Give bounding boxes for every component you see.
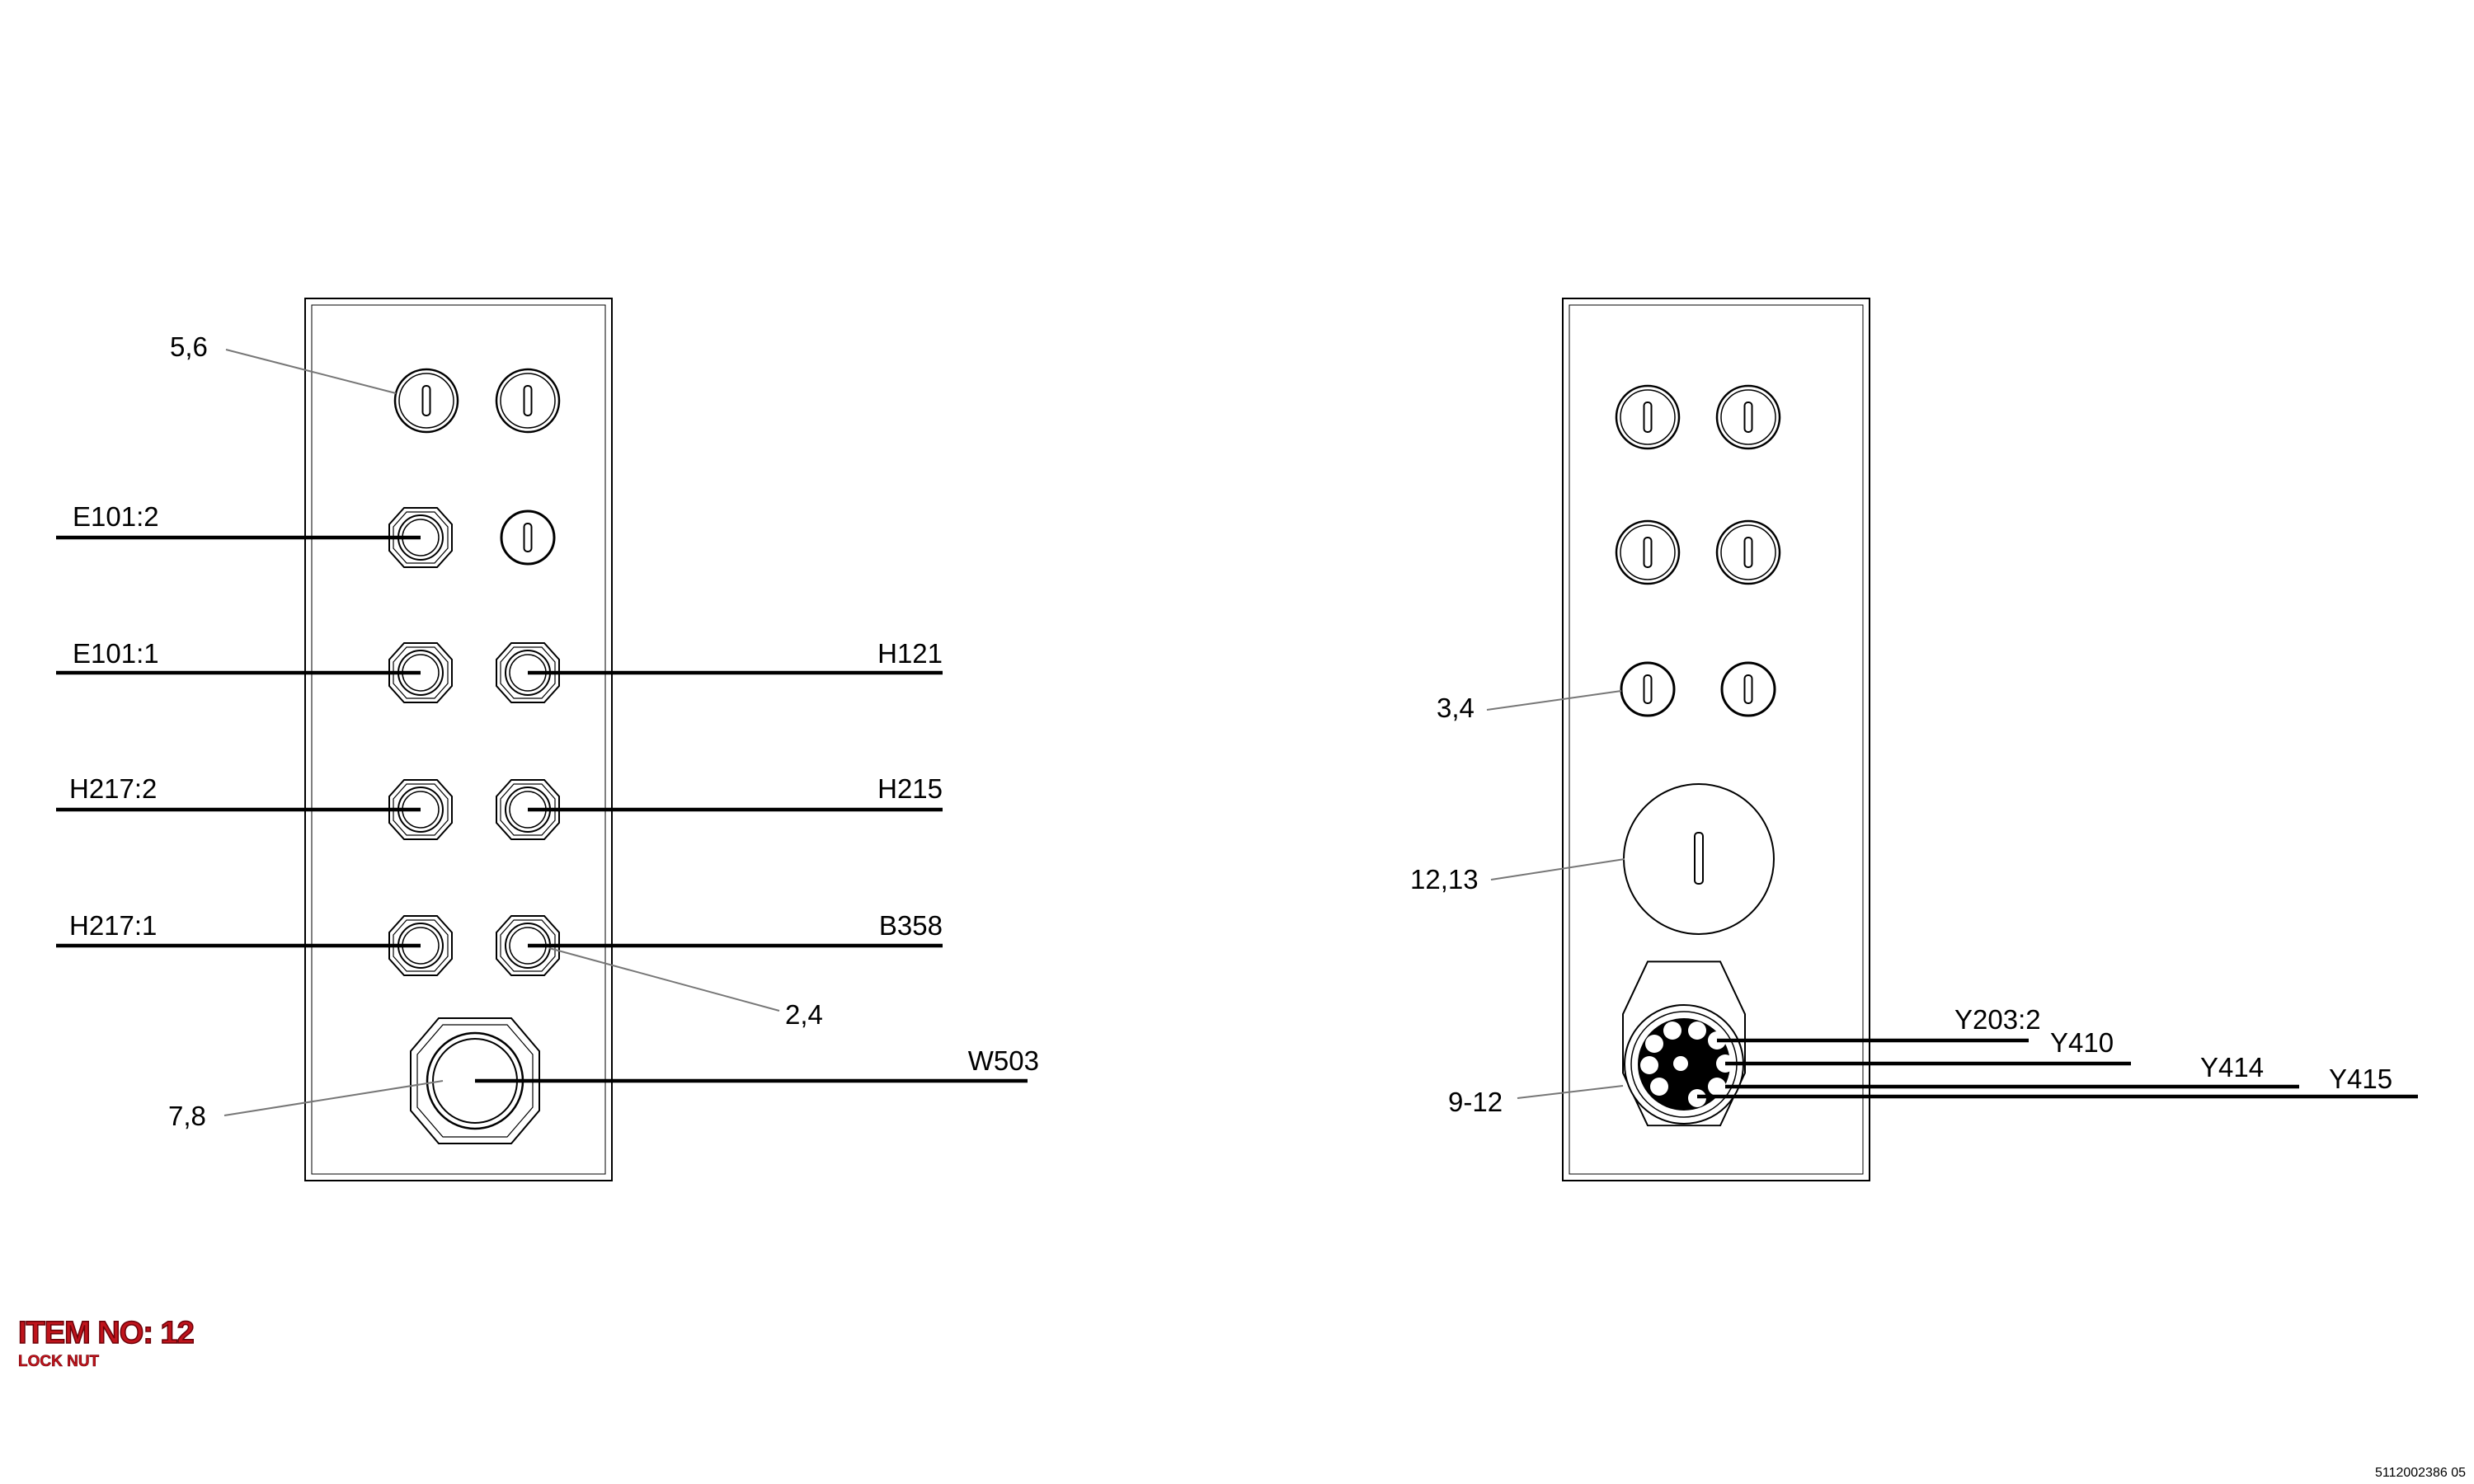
left-row1-plugs [393, 368, 561, 434]
wire-label-y410: Y410 [2050, 1027, 2114, 1058]
callout-7-8: 7,8 [168, 1101, 206, 1131]
wire-label-y414: Y414 [2200, 1052, 2264, 1082]
wire-label-e101-1: E101:1 [73, 638, 159, 669]
wire-label-h217-2: H217:2 [69, 773, 157, 804]
right-panel: 3,4 12,13 9-12 Y203:2 Y410 Y414 Y415 [1410, 298, 2418, 1181]
callout-9-12: 9-12 [1448, 1087, 1503, 1117]
right-row1-plugs [1615, 384, 1781, 450]
right-row3-plugs [1620, 661, 1776, 717]
callout-2-4: 2,4 [785, 999, 823, 1030]
right-wires [1697, 1038, 2418, 1099]
wire-label-e101-2: E101:2 [73, 501, 159, 532]
right-large-plug [1623, 783, 1775, 935]
left-wires [56, 535, 1028, 1083]
wire-label-w503: W503 [968, 1045, 1039, 1076]
wire-label-y203-2: Y203:2 [1954, 1004, 2041, 1035]
item-description: LOCK NUT [18, 1353, 100, 1370]
callout-3-4: 3,4 [1437, 693, 1475, 723]
wire-label-y415: Y415 [2329, 1064, 2392, 1094]
left-panel: 5,6 2,4 7,8 E101:2 E101:1 H217:2 H217:1 … [56, 298, 1039, 1181]
left-leaders [223, 349, 780, 1116]
wire-label-h215: H215 [877, 773, 943, 804]
document-number: 5112002386 05 [2374, 1466, 2466, 1480]
callout-5-6: 5,6 [170, 331, 208, 362]
wire-label-b358: B358 [879, 910, 943, 941]
right-connector-gland [1622, 960, 1746, 1127]
right-row2-plugs [1615, 519, 1781, 585]
item-number: ITEM NO: 12 [17, 1316, 195, 1350]
wire-label-h217-1: H217:1 [69, 910, 157, 941]
wire-label-h121: H121 [877, 638, 943, 669]
right-leaders [1486, 690, 1625, 1099]
callout-12-13: 12,13 [1410, 864, 1479, 895]
